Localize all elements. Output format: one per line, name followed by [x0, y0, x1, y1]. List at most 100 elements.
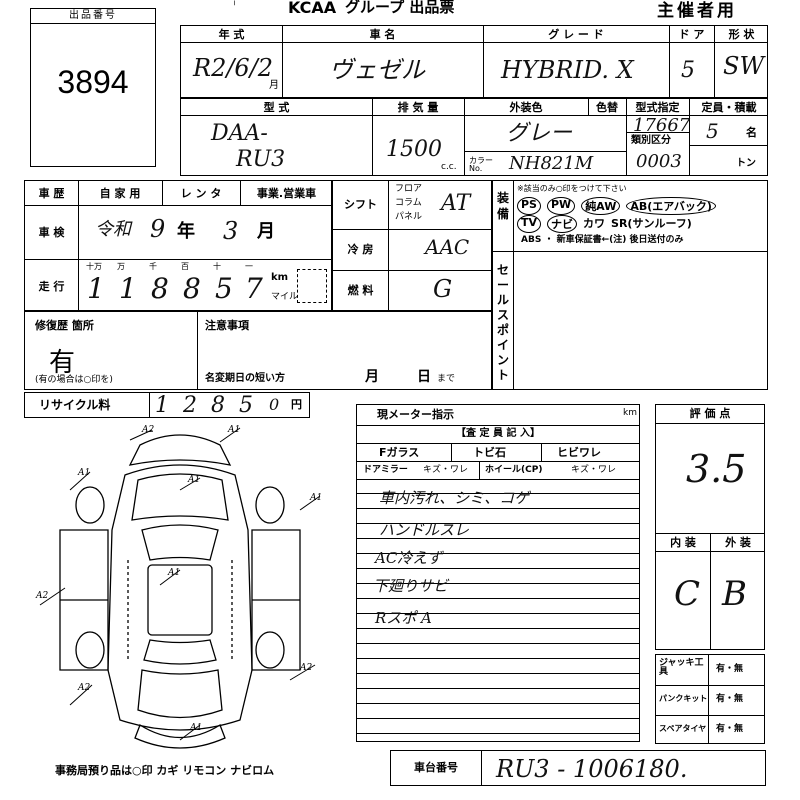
rating-box: 評 価 点 3.5 内 装 外 装 C B: [655, 404, 765, 650]
notes-day: 日: [417, 369, 431, 385]
spare-label: スペアタイヤ: [659, 724, 707, 733]
header-organizer-use: 主催者用: [657, 1, 737, 21]
mileage-unit-100: 百: [181, 262, 189, 271]
remark-2: ハンドルスレ: [379, 521, 470, 539]
repair-notes-table: 修復歴 箇所 有 (有の場合は○印を) 注意事項 名変期日の短い方 月 日 まで: [24, 311, 492, 390]
equipment-note: ※該当のみ○印をつけて下さい: [517, 184, 627, 193]
displacement-value: 1500: [386, 137, 442, 162]
meter-label: 現メーター指示: [377, 408, 454, 421]
inspection-year-unit: 年: [177, 221, 195, 242]
equipment-line-2: TV ナビ カワ SR(サンルーフ): [517, 215, 692, 233]
recycle-fee-label: リサイクル料: [39, 398, 111, 412]
fuel-value: G: [433, 275, 453, 303]
lot-number: 3894: [57, 64, 129, 100]
notes-expiry-label: 名変期日の短い方: [205, 373, 285, 384]
equipment-line-3: ABS ・ 新車保証書←(注) 後日送付のみ: [521, 235, 684, 245]
rating-label: 評 価 点: [689, 407, 731, 420]
inspection-month-unit: 月: [257, 221, 275, 242]
front-bumper: [128, 434, 232, 466]
mileage-mile-unit: マイル: [271, 292, 299, 302]
name-value: ヴェゼル: [329, 56, 425, 84]
right-side-panel: [251, 529, 301, 671]
windshield: [141, 524, 219, 561]
equip-tv: TV: [517, 215, 542, 233]
grade-label: グ レ ー ド: [548, 28, 604, 41]
equipment-line-1: PS PW 純AW AB(エアバック): [517, 197, 716, 215]
exterior-label: 外 装: [725, 536, 751, 549]
shift-option-floor: フロア: [395, 184, 423, 194]
mileage-digit-2: 1: [119, 272, 137, 305]
shape-value: SW: [723, 52, 765, 80]
chassis-value: RU3 - 1006180.: [496, 755, 688, 783]
displacement-label: 排 気 量: [397, 101, 439, 114]
header-group-title: グループ 出品票: [345, 0, 455, 16]
wheel-rear-right: [255, 631, 285, 669]
damage-marks: A2 A1 A1 A1 A1 A2 A1 A2 A1 A2: [35, 425, 322, 733]
capacity-label: 定員・積載: [701, 101, 757, 114]
equip-leather: カワ: [583, 217, 606, 230]
inspection-month: 3: [223, 217, 239, 245]
mileage-digit-4: 8: [183, 272, 201, 305]
color-no-value: NH821M: [509, 153, 594, 174]
capacity-value: 5: [706, 119, 719, 143]
aircon-value: AAC: [425, 235, 470, 259]
tools-box: ジャッキ工具 有・無 パンクキット 有・無 スペアタイヤ 有・無: [655, 654, 765, 744]
spare-option: 有・無: [716, 724, 744, 734]
roof: [147, 564, 213, 636]
equip-ps: PS: [517, 197, 541, 215]
fglass-crack: ヒビワレ: [557, 446, 601, 459]
shape-label: 形 状: [728, 28, 755, 41]
mark-10: A2: [299, 663, 312, 673]
exterior-value: B: [722, 574, 747, 614]
inspection-label: 車 検: [38, 226, 65, 239]
mileage-unit-checkbox: [297, 269, 327, 303]
model-label: 型 式: [263, 101, 290, 114]
shift-label: シフト: [344, 198, 377, 211]
lot-number-box: 出品番号 3894: [30, 8, 156, 167]
grade-value: HYBRID. X: [501, 56, 634, 84]
color-no-label: カラー No.: [469, 156, 493, 173]
chassis-label: 車台番号: [414, 761, 458, 774]
class-value: 0003: [636, 151, 682, 172]
recycle-fee-row: リサイクル料 1 2 8 5 0 円: [24, 392, 310, 418]
notes-label: 注意事項: [205, 319, 249, 332]
wheel-rear-left: [75, 631, 105, 669]
year-value: R2/6/2: [193, 54, 274, 82]
puncture-label: パンクキット: [659, 694, 708, 703]
recycle-digit-5: 0: [269, 395, 280, 414]
mileage-digit-5: 5: [215, 272, 233, 305]
wheel-option: キズ・ワレ: [571, 465, 617, 475]
year-month-unit: 月: [269, 80, 279, 91]
notes-until: まで: [437, 374, 456, 384]
remark-4: 下廻りサビ: [373, 577, 449, 595]
fglass-value: トビ石: [473, 446, 506, 459]
type-value: 17667: [633, 115, 691, 136]
equip-airbag: AB(エアバック): [626, 197, 716, 215]
header-cutmark: ╵: [232, 1, 237, 10]
chassis-number-row: 車台番号 RU3 - 1006180.: [390, 750, 766, 786]
mileage-unit-100k: 十万: [86, 262, 102, 271]
mark-9: A1: [189, 723, 202, 733]
repair-note: (有の場合は○印を): [35, 375, 113, 385]
repair-value: 有: [49, 348, 76, 378]
sales-point-label: セールスポイント: [497, 263, 510, 382]
rear-glass: [143, 639, 217, 665]
color-value: グレー: [506, 121, 573, 146]
wheel-front-left: [75, 486, 105, 524]
notes-month: 月: [365, 369, 379, 385]
mileage-digit-6: 7: [245, 272, 263, 305]
recycle-digit-2: 2: [183, 393, 197, 418]
mark-7: A1: [167, 568, 180, 578]
fglass-label: Fガラス: [379, 446, 420, 459]
remarks-lines: [357, 479, 639, 741]
mark-1: A2: [141, 425, 154, 435]
door-label: ド ア: [678, 28, 705, 41]
damage-arrows: [39, 427, 321, 741]
interior-value: C: [674, 574, 701, 614]
capacity-unit: 名: [746, 126, 757, 139]
recycle-digit-3: 8: [211, 393, 225, 418]
equip-genuine-aw: 純AW: [581, 197, 621, 215]
equipment-label: 装 備: [497, 191, 510, 221]
lot-number-label: 出品番号: [69, 10, 117, 21]
type-label: 型式指定: [635, 101, 680, 114]
